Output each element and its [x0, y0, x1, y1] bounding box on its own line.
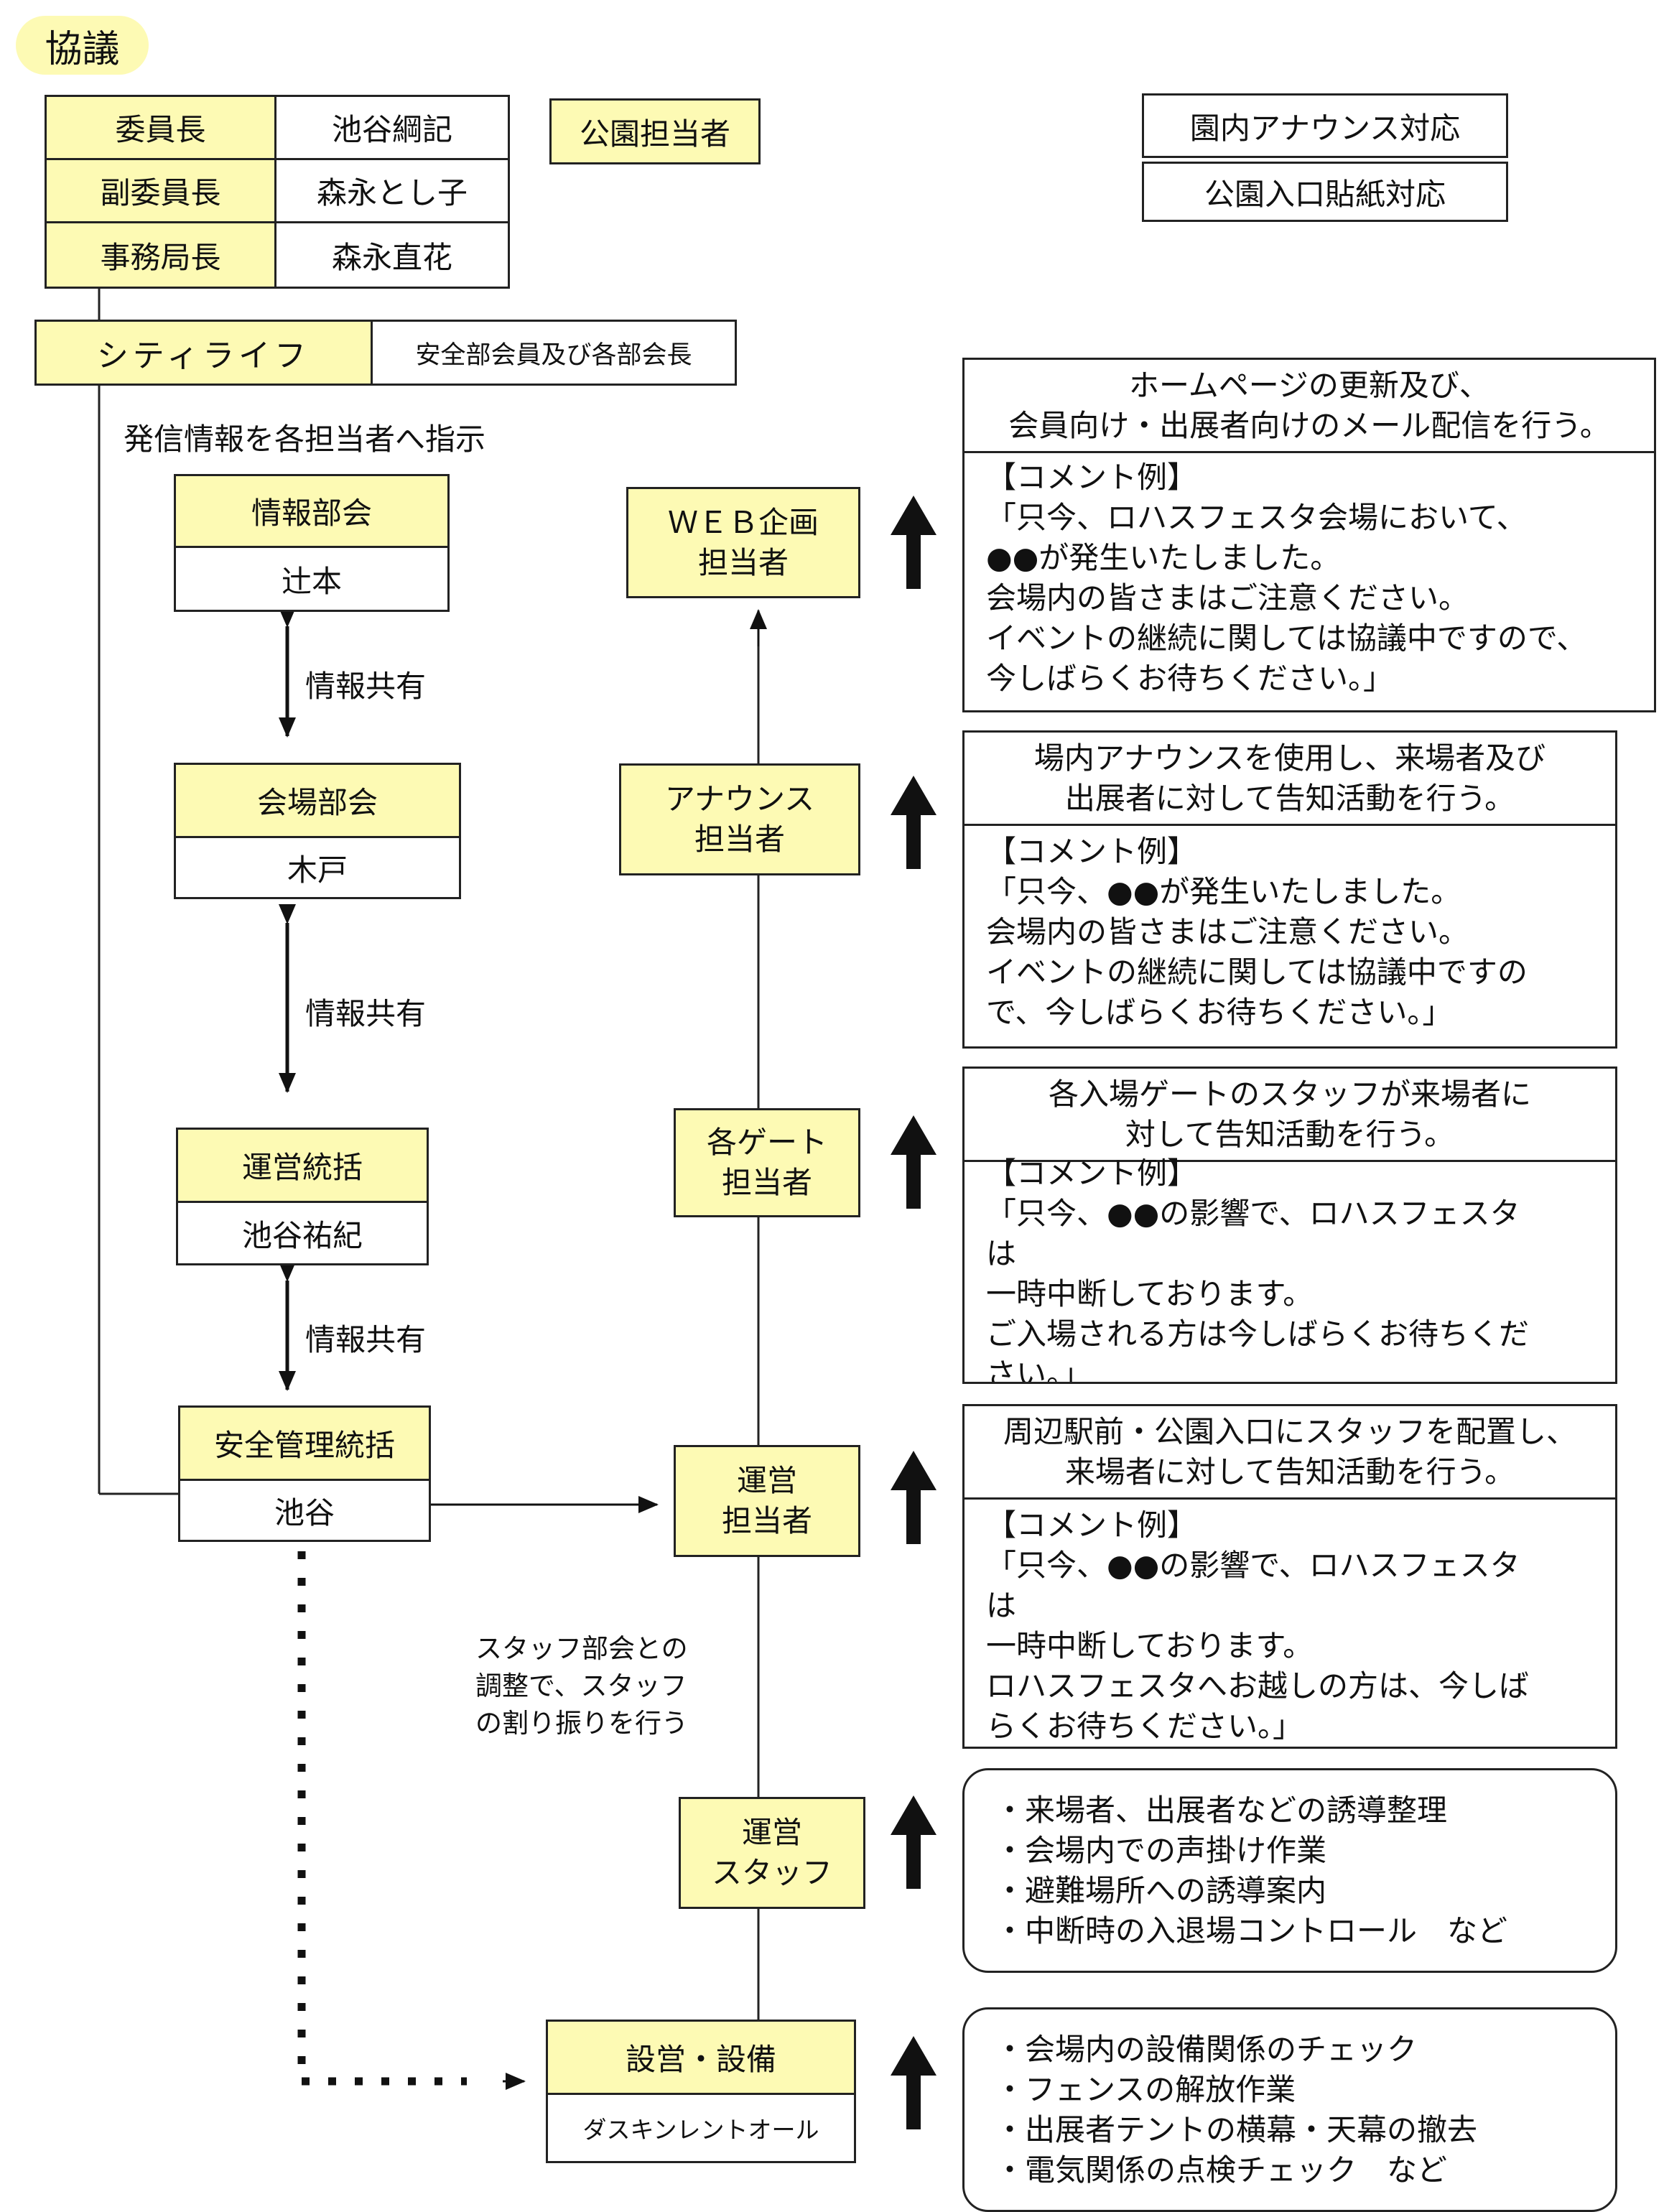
info-dept-box: 情報部会 辻本 [174, 474, 450, 612]
venue-dept-name: 木戸 [287, 852, 348, 888]
desc-web-head: ホームページの更新及び、 会員向け・出展者向けのメール配信を行う。 [965, 360, 1654, 453]
park-staff-box: 公園担当者 [549, 98, 761, 164]
desc-staff-body: ・来場者、出展者などの誘導整理 ・会場内での声掛け作業 ・避難場所への誘導案内 … [995, 1793, 1508, 1948]
up-arrow-icon-ops [891, 1451, 936, 1544]
up-arrow-icons [891, 496, 936, 2129]
desc-ops: 周辺駅前・公園入口にスタッフを配置し、 来場者に対して告知活動を行う。 【コメン… [962, 1404, 1617, 1749]
chair-name: 池谷綱記 [276, 97, 508, 160]
page-title: 協議 [45, 27, 120, 71]
safety-lead-box: 安全管理統括 池谷 [178, 1405, 431, 1542]
desc-ops-body: 【コメント例】 「只今、●●の影響で、ロハスフェスタ は 一時中断しております。… [986, 1507, 1530, 1744]
ops-lead-title: 運営統括 [178, 1130, 427, 1203]
venue-dept-box: 会場部会 木戸 [174, 763, 461, 899]
instruction-note: 発信情報を各担当者へ指示 [124, 422, 486, 457]
secretary-role: 事務局長 [47, 223, 276, 287]
up-arrow-icon-staff [891, 1795, 936, 1889]
title-badge: 協議 [16, 16, 149, 75]
role-announce: アナウンス 担当者 [619, 763, 860, 875]
vice-role: 副委員長 [47, 160, 276, 223]
role-web: ＷＥＢ企画 担当者 [626, 487, 860, 598]
leaders-table: 委員長 池谷綱記 副委員長 森永とし子 事務局長 森永直花 [45, 95, 510, 289]
role-equipment: 設営・設備 ダスキンレントオール [546, 2020, 856, 2163]
role-ops: 運営 担当者 [674, 1445, 860, 1557]
share-label-2: 情報共有 [305, 996, 427, 1031]
desc-announce: 場内アナウンスを使用し、来場者及び 出展者に対して告知活動を行う。 【コメント例… [962, 730, 1617, 1049]
desc-announce-head: 場内アナウンスを使用し、来場者及び 出展者に対して告知活動を行う。 [965, 733, 1615, 826]
safety-lead-name: 池谷 [274, 1495, 335, 1530]
chair-role: 委員長 [47, 97, 276, 160]
role-equipment-title: 設営・設備 [548, 2022, 854, 2095]
up-arrow-icon-gate [891, 1115, 936, 1209]
ops-lead-box: 運営統括 池谷祐紀 [176, 1128, 429, 1265]
desc-equipment-body: ・会場内の設備関係のチェック ・フェンスの解放作業 ・出展者テントの横幕・天幕の… [995, 2032, 1478, 2188]
desc-web-body: 【コメント例】 「只今、ロハスフェスタ会場において、 ●●が発生いたしました。 … [986, 460, 1587, 696]
desc-ops-head: 周辺駅前・公園入口にスタッフを配置し、 来場者に対して告知活動を行う。 [965, 1406, 1615, 1500]
safety-lead-title: 安全管理統括 [180, 1408, 429, 1481]
desc-staff: ・来場者、出展者などの誘導整理 ・会場内での声掛け作業 ・避難場所への誘導案内 … [962, 1768, 1617, 1973]
info-dept-title: 情報部会 [176, 476, 447, 548]
desc-announce-body: 【コメント例】 「只今、●●が発生いたしました。 会場内の皆さまはご注意ください… [986, 834, 1528, 1030]
citylife-box: シティライフ 安全部会員及び各部会長 [34, 320, 737, 386]
desc-gate-body: 【コメント例】 「只今、●●の影響で、ロハスフェスタ は 一時中断しております。… [986, 1156, 1530, 1384]
staff-allocation-note: スタッフ部会との 調整で、スタッフ の割り振りを行う [475, 1633, 688, 1739]
citylife-members: 安全部会員及び各部会長 [415, 340, 692, 370]
up-arrow-icon-web [891, 496, 936, 589]
share-label-1: 情報共有 [305, 669, 427, 704]
info-dept-name: 辻本 [281, 563, 342, 599]
up-arrow-icon-equip [891, 2036, 936, 2129]
desc-gate-head: 各入場ゲートのスタッフが来場者に 対して告知活動を行う。 [965, 1069, 1615, 1162]
vice-name: 森永とし子 [276, 160, 508, 223]
desc-web: ホームページの更新及び、 会員向け・出展者向けのメール配信を行う。 【コメント例… [962, 358, 1656, 712]
announcement-response-box: 園内アナウンス対応 [1142, 93, 1508, 158]
role-gate: 各ゲート 担当者 [674, 1108, 860, 1217]
entrance-poster-box: 公園入口貼紙対応 [1142, 162, 1508, 222]
ops-lead-name: 池谷祐紀 [241, 1217, 363, 1253]
role-staff: 運営 スタッフ [679, 1797, 865, 1909]
share-label-3: 情報共有 [305, 1322, 427, 1357]
desc-equipment: ・会場内の設備関係のチェック ・フェンスの解放作業 ・出展者テントの横幕・天幕の… [962, 2007, 1617, 2212]
venue-dept-title: 会場部会 [176, 765, 459, 838]
secretary-name: 森永直花 [331, 239, 452, 275]
desc-gate: 各入場ゲートのスタッフが来場者に 対して告知活動を行う。 【コメント例】 「只今… [962, 1066, 1617, 1384]
role-equipment-vendor: ダスキンレントオール [582, 2116, 819, 2144]
up-arrow-icon-announce [891, 776, 936, 869]
citylife-label: シティライフ [37, 322, 373, 384]
